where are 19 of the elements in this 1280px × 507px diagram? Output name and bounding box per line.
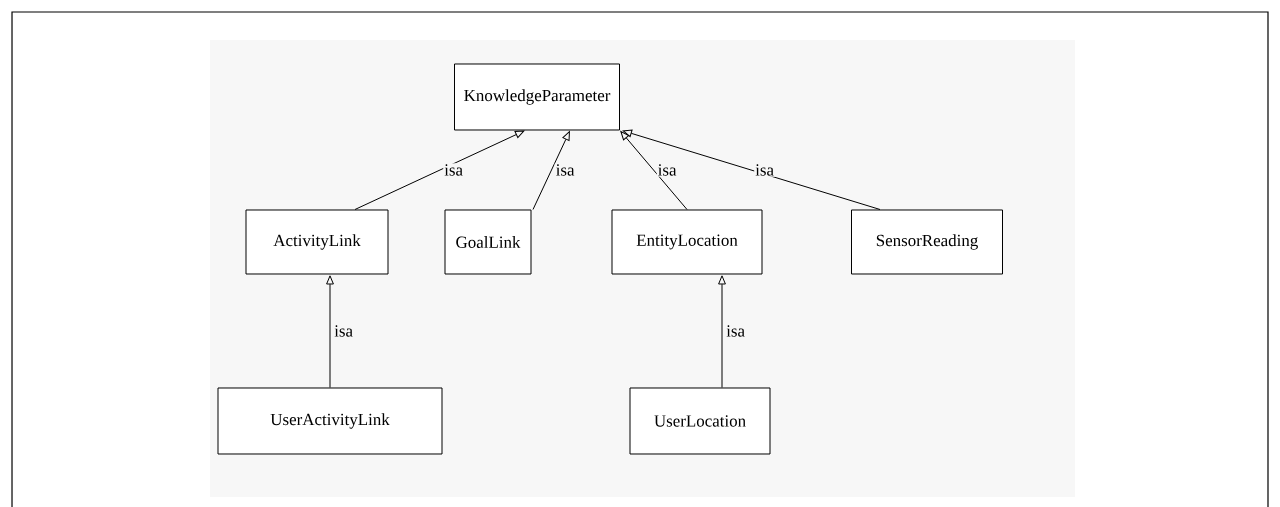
class-box: KnowledgeParameter [454,63,620,131]
inheritance-arrow [718,275,726,388]
inheritance-arrow [354,130,525,210]
edge-label: isa [333,324,354,338]
class-box: EntityLocation [611,209,763,275]
edge-label: isa [443,163,464,177]
class-box: SensorReading [851,209,1003,275]
edge-label: isa [725,324,746,338]
class-box: UserLocation [629,387,771,455]
edge-label: isa [656,163,678,177]
edge-label: isa [554,163,576,177]
class-box: GoalLink [444,209,532,275]
class-box: ActivityLink [245,209,389,275]
inheritance-arrow [326,275,334,388]
edge-label: isa [754,163,775,177]
inheritance-arrow [532,131,570,210]
inheritance-arrow [620,131,688,210]
inheritance-arrow [622,129,881,210]
class-box: UserActivityLink [217,387,443,455]
